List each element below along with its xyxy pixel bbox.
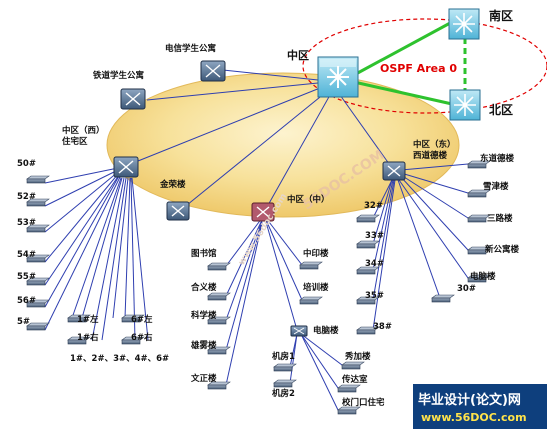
middle-subregion-label: 中区（中）: [287, 195, 330, 205]
building-hub-icon[interactable]: [26, 175, 50, 184]
zhongyin-label: 中印楼: [303, 249, 329, 259]
west-building-label: 50#: [17, 159, 36, 169]
east-building-label: 电脑楼: [470, 272, 496, 282]
south-region-label: 南区: [489, 9, 514, 23]
west-building-label: 55#: [17, 272, 36, 282]
building-hub-icon[interactable]: [467, 214, 491, 223]
jinrong-switch-icon[interactable]: [166, 201, 190, 221]
building-hub-icon[interactable]: [431, 294, 455, 303]
building-hub-icon[interactable]: [467, 160, 491, 169]
jinrong-label: 金荣楼: [160, 180, 186, 190]
building-hub-icon[interactable]: [26, 254, 50, 263]
east-subregion-label: 中区（东） 西道德楼: [413, 140, 456, 162]
building-hub-icon[interactable]: [356, 214, 380, 223]
building-hub-icon[interactable]: [67, 314, 91, 323]
building-hub-icon[interactable]: [207, 381, 231, 390]
core-switch-icon[interactable]: [317, 56, 359, 98]
building-hub-icon[interactable]: [356, 326, 380, 335]
middle-building-label: 图书馆: [191, 249, 217, 259]
diannao-middle-label: 电脑楼: [313, 326, 339, 336]
building-hub-icon[interactable]: [121, 314, 145, 323]
east-building-label: 东道德楼: [480, 154, 515, 164]
east-building-label: 33#: [365, 231, 384, 241]
building-hub-icon[interactable]: [207, 292, 231, 301]
building-hub-icon[interactable]: [467, 246, 491, 255]
building-hub-icon[interactable]: [26, 299, 50, 308]
building-hub-icon[interactable]: [273, 363, 297, 372]
west-building-label: 54#: [17, 250, 36, 260]
building-hub-icon[interactable]: [67, 336, 91, 345]
south-router-icon[interactable]: [448, 8, 480, 40]
east-building-label: 32#: [364, 201, 383, 211]
north-region-label: 北区: [489, 103, 514, 117]
building-hub-icon[interactable]: [467, 274, 491, 283]
computer-building-switch-icon[interactable]: [290, 325, 308, 337]
building-hub-icon[interactable]: [341, 361, 365, 370]
west-building-label: 5#: [17, 317, 31, 327]
west-1-left-label: 1#左: [77, 315, 99, 325]
west-subregion-label: 中区（西） 住宅区: [62, 126, 105, 148]
telecom-dorm-switch-icon[interactable]: [200, 60, 226, 82]
west-switch-icon[interactable]: [113, 156, 139, 178]
railway-dorm-switch-icon[interactable]: [120, 88, 146, 110]
xiujia-label: 秀加楼: [345, 352, 371, 362]
middle-building-label: 合义楼: [191, 283, 217, 293]
west-1-right-label: 1#右: [77, 333, 99, 343]
center-region-label: 中区: [287, 49, 309, 62]
east-building-label: 雪津楼: [483, 182, 509, 192]
building-hub-icon[interactable]: [26, 322, 50, 331]
middle-building-label: 科学楼: [191, 311, 217, 321]
building-hub-icon[interactable]: [26, 198, 50, 207]
room1-label: 机房1: [272, 352, 295, 362]
ospf-links: [353, 20, 467, 106]
peixun-label: 培训楼: [303, 283, 329, 293]
building-hub-icon[interactable]: [207, 262, 231, 271]
footer-title: 毕业设计(论文)网: [418, 393, 521, 408]
building-hub-icon[interactable]: [121, 336, 145, 345]
middle-building-label: 文正楼: [191, 374, 217, 384]
building-hub-icon[interactable]: [299, 261, 323, 270]
room2-label: 机房2: [272, 389, 295, 399]
building-hub-icon[interactable]: [207, 346, 231, 355]
building-hub-icon[interactable]: [26, 277, 50, 286]
building-hub-icon[interactable]: [356, 266, 380, 275]
building-hub-icon[interactable]: [356, 240, 380, 249]
building-hub-icon[interactable]: [467, 189, 491, 198]
middle-building-label: 雄雾楼: [191, 341, 217, 351]
building-hub-icon[interactable]: [273, 379, 297, 388]
west-6-left-label: 6#左: [131, 315, 153, 325]
building-hubs: [26, 160, 491, 415]
west-summary-label: 1#、2#、3#、4#、6#: [70, 354, 170, 364]
building-hub-icon[interactable]: [337, 384, 361, 393]
building-hub-icon[interactable]: [26, 224, 50, 233]
chuanda-label: 传达室: [342, 375, 368, 385]
footer-url[interactable]: www.56DOC.com: [421, 411, 527, 424]
east-building-label: 35#: [365, 291, 384, 301]
building-hub-icon[interactable]: [299, 296, 323, 305]
telecom-dorm-label: 电信学生公寓: [165, 44, 217, 54]
building-hub-icon[interactable]: [207, 316, 231, 325]
middle-switch-icon[interactable]: [251, 202, 275, 222]
north-router-icon[interactable]: [449, 89, 481, 121]
east-building-label: 34#: [365, 259, 384, 269]
backbone-links: [44, 69, 469, 411]
east-building-label: 30#: [457, 284, 476, 294]
ospf-area-label: OSPF Area 0: [380, 62, 457, 75]
railway-dorm-label: 铁道学生公寓: [93, 71, 145, 81]
west-building-label: 53#: [17, 218, 36, 228]
east-building-label: 三路楼: [487, 214, 513, 224]
east-switch-icon[interactable]: [382, 161, 406, 181]
campus-backbone-ellipse: [106, 72, 460, 218]
west-6-right-label: 6#右: [131, 333, 153, 343]
east-building-label: 38#: [373, 322, 392, 332]
footer-banner[interactable]: 毕业设计(论文)网 www.56DOC.com: [413, 384, 547, 429]
west-building-label: 52#: [17, 192, 36, 202]
gate-housing-label: 校门口住宅: [342, 398, 385, 408]
east-building-label: 新公寓楼: [485, 245, 520, 255]
west-building-label: 56#: [17, 296, 36, 306]
building-hub-icon[interactable]: [356, 296, 380, 305]
building-hub-icon[interactable]: [337, 406, 361, 415]
